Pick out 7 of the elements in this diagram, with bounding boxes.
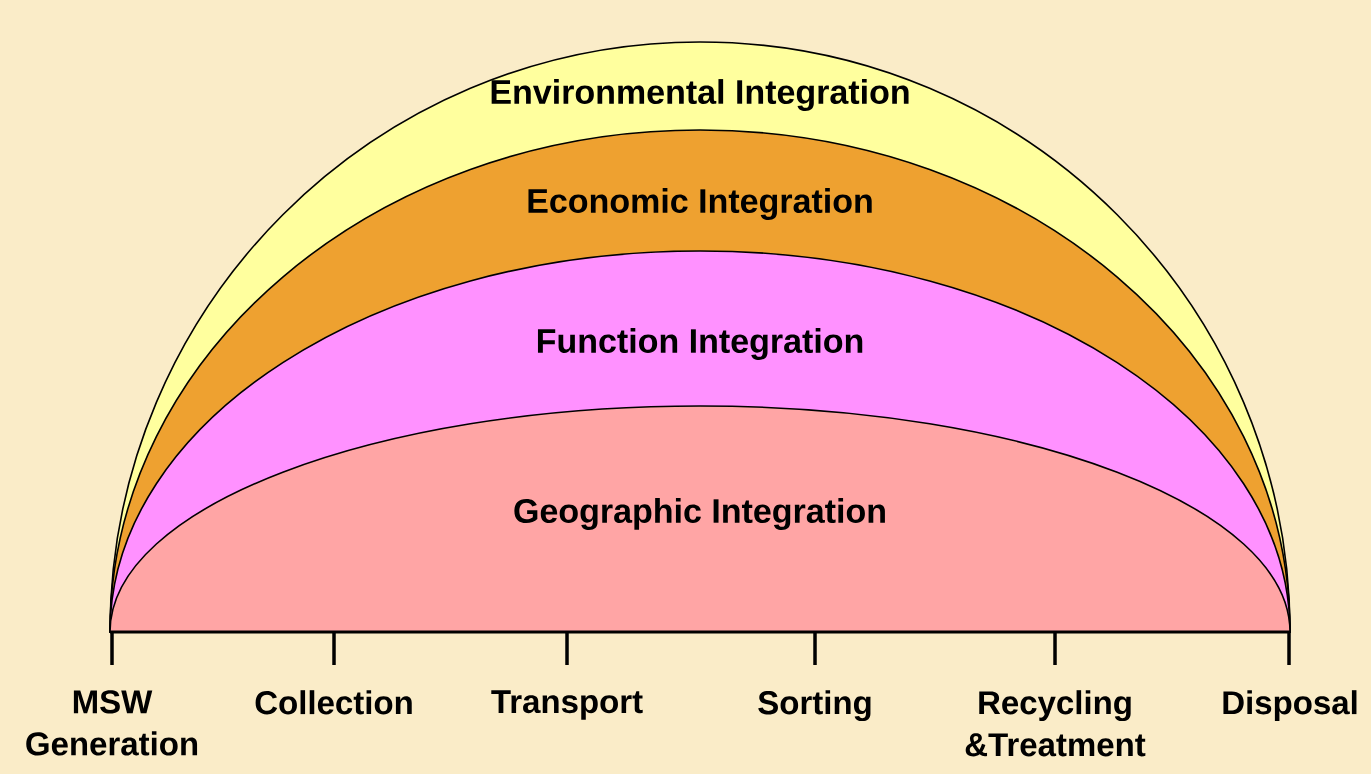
stage-label: Collection	[255, 690, 412, 715]
stage-label: Transport	[491, 690, 643, 720]
arch-band: Geographic Integration	[109, 405, 1291, 633]
stage-label: Disposal	[1223, 690, 1357, 721]
stage-label: Recycling &Treatment	[965, 690, 1146, 757]
stage-label: MSW Generation	[26, 690, 198, 756]
stage-label: Sorting	[758, 690, 871, 722]
